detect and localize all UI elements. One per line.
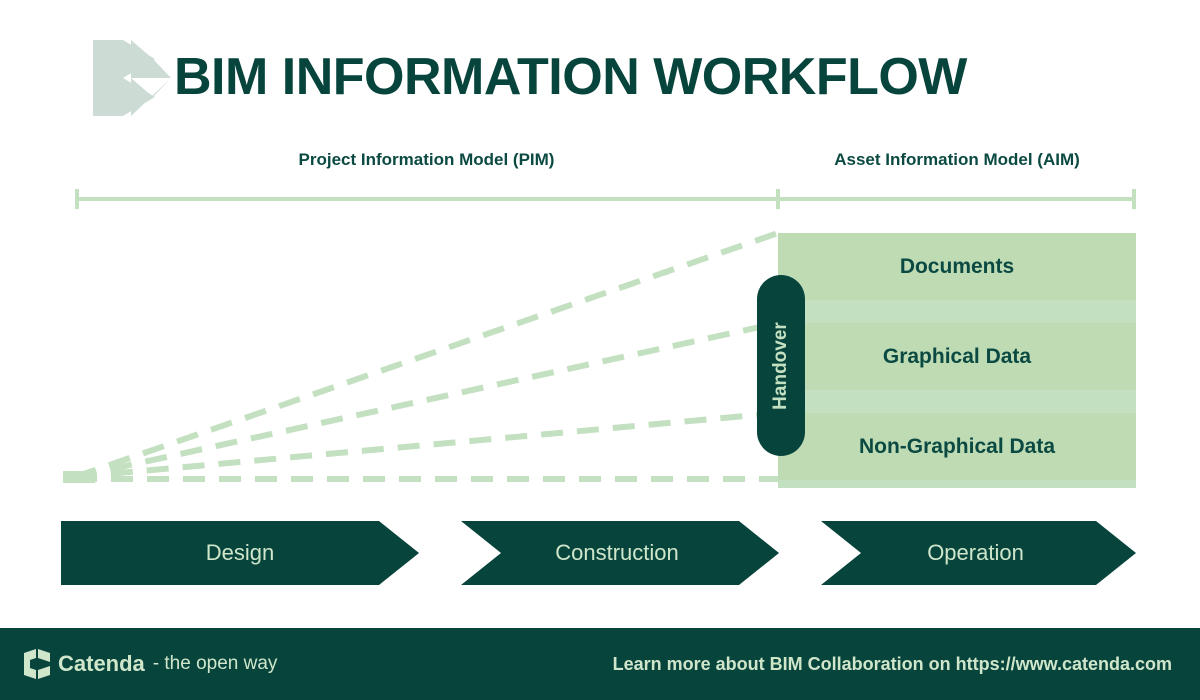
double-chevron-icon <box>93 40 171 116</box>
phase-chevron-construction: Construction <box>421 521 779 585</box>
documents-line <box>74 230 779 480</box>
scope-rule <box>75 197 1136 201</box>
data-bar-documents: Documents <box>778 233 1136 300</box>
scope-label-pim: Project Information Model (PIM) <box>298 150 555 169</box>
phase-chevron-operation: Operation <box>781 521 1136 585</box>
diagram-body: Documents Graphical Data Non-Graphical D… <box>0 225 1200 495</box>
graphical-data-line <box>74 320 779 480</box>
scope-tick-divider <box>776 189 780 209</box>
phase-timeline: Design Construction Operation <box>0 521 1200 585</box>
header: BIM INFORMATION WORKFLOW <box>0 0 1200 130</box>
footer-tagline: - the open way <box>152 653 278 674</box>
data-bar-label: Documents <box>899 254 1015 278</box>
phase-label: Operation <box>927 540 1024 565</box>
page-title: BIM INFORMATION WORKFLOW <box>174 48 967 106</box>
phase-label: Construction <box>555 540 679 565</box>
scope-tick-start <box>75 189 79 209</box>
data-bar-label: Graphical Data <box>882 344 1032 368</box>
footer-brand-name: Catenda <box>58 651 145 676</box>
data-bar-label: Non-Graphical Data <box>858 434 1056 458</box>
catenda-mark-icon <box>24 649 50 679</box>
non-graphical-data-line <box>74 410 779 480</box>
handover-pill: Handover <box>757 275 805 456</box>
phase-chevron-design: Design <box>61 521 419 585</box>
handover-label: Handover <box>770 321 792 410</box>
scope-band: Project Information Model (PIM) Asset In… <box>0 150 1200 210</box>
footer-cta-text: Learn more about BIM Collaboration on ht… <box>612 653 1172 674</box>
footer-brand: Catenda - the open way <box>24 628 277 700</box>
data-bar-non-graphical-data: Non-Graphical Data <box>778 413 1136 480</box>
scope-tick-end <box>1132 189 1136 209</box>
data-bar-graphical-data: Graphical Data <box>778 323 1136 390</box>
footer: Catenda - the open way Learn more about … <box>0 628 1200 700</box>
phase-label: Design <box>205 540 275 565</box>
scope-label-aim: Asset Information Model (AIM) <box>834 150 1080 169</box>
convergence-dashed-lines <box>63 230 779 483</box>
